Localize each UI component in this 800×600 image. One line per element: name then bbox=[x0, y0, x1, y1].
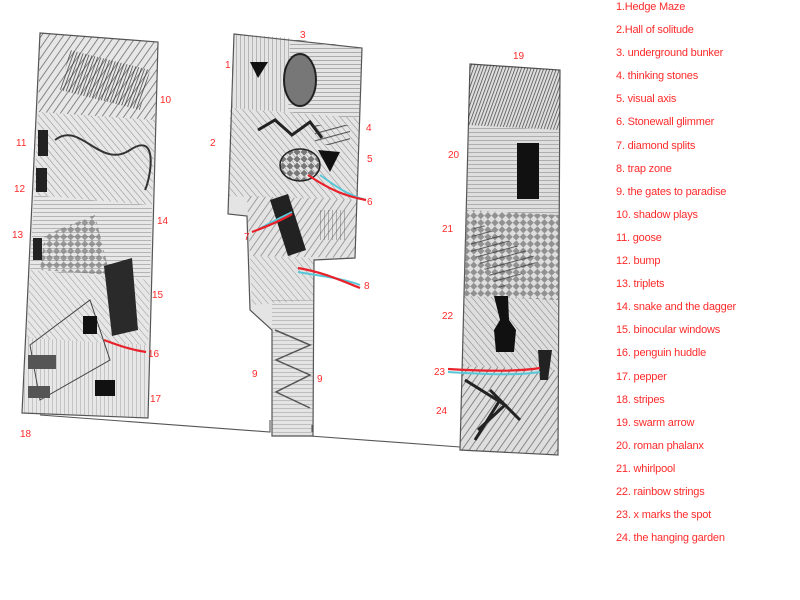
legend-item: 11. goose bbox=[616, 231, 796, 254]
legend-item: 6. Stonewall glimmer bbox=[616, 115, 796, 138]
legend-item: 19. swarm arrow bbox=[616, 416, 796, 439]
legend-item: 21. whirlpool bbox=[616, 462, 796, 485]
number-label-5: 5 bbox=[367, 154, 373, 165]
number-label-19: 19 bbox=[513, 51, 525, 62]
legend-item: 5. visual axis bbox=[616, 92, 796, 115]
number-label-21: 21 bbox=[442, 224, 454, 235]
number-label-20: 20 bbox=[448, 150, 460, 161]
legend-item: 13. triplets bbox=[616, 277, 796, 300]
number-label-4: 4 bbox=[366, 123, 372, 134]
legend-item: 15. binocular windows bbox=[616, 323, 796, 346]
legend-item: 23. x marks the spot bbox=[616, 508, 796, 531]
legend-item: 16. penguin huddle bbox=[616, 346, 796, 369]
legend-item: 12. bump bbox=[616, 254, 796, 277]
legend-item: 8. trap zone bbox=[616, 162, 796, 185]
number-label-12: 12 bbox=[14, 184, 26, 195]
number-label-22: 22 bbox=[442, 311, 454, 322]
number-label-1: 1 bbox=[225, 60, 231, 71]
legend-item: 4. thinking stones bbox=[616, 69, 796, 92]
number-label-10: 10 bbox=[160, 95, 172, 106]
legend-item: 10. shadow plays bbox=[616, 208, 796, 231]
legend-item: 3. underground bunker bbox=[616, 46, 796, 69]
number-label-15: 15 bbox=[152, 290, 164, 301]
legend-list: 1.Hedge Maze 2.Hall of solitude 3. under… bbox=[616, 0, 796, 554]
number-label-24: 24 bbox=[436, 406, 448, 417]
number-label-2: 2 bbox=[210, 138, 216, 149]
legend-item: 17. pepper bbox=[616, 370, 796, 393]
number-label-9a: 9 bbox=[252, 369, 258, 380]
number-label-23: 23 bbox=[434, 367, 446, 378]
legend-item: 14. snake and the dagger bbox=[616, 300, 796, 323]
number-label-17: 17 bbox=[150, 394, 162, 405]
number-label-3: 3 bbox=[300, 30, 306, 41]
legend-item: 9. the gates to paradise bbox=[616, 185, 796, 208]
number-label-11: 11 bbox=[16, 138, 27, 149]
legend-item: 7. diamond splits bbox=[616, 139, 796, 162]
number-label-6: 6 bbox=[367, 197, 373, 208]
left-plan-block bbox=[22, 33, 158, 418]
legend-item: 22. rainbow strings bbox=[616, 485, 796, 508]
number-label-7: 7 bbox=[244, 232, 250, 243]
right-plan-block bbox=[460, 64, 560, 455]
legend-item: 18. stripes bbox=[616, 393, 796, 416]
number-label-8: 8 bbox=[364, 281, 370, 292]
legend-item: 2.Hall of solitude bbox=[616, 23, 796, 46]
number-label-18: 18 bbox=[20, 429, 32, 440]
legend-item: 20. roman phalanx bbox=[616, 439, 796, 462]
number-label-9b: 9 bbox=[317, 374, 323, 385]
number-label-14: 14 bbox=[157, 216, 169, 227]
number-label-16: 16 bbox=[148, 349, 160, 360]
legend-item: 24. the hanging garden bbox=[616, 531, 796, 554]
number-label-13: 13 bbox=[12, 230, 24, 241]
legend-item: 1.Hedge Maze bbox=[616, 0, 796, 23]
